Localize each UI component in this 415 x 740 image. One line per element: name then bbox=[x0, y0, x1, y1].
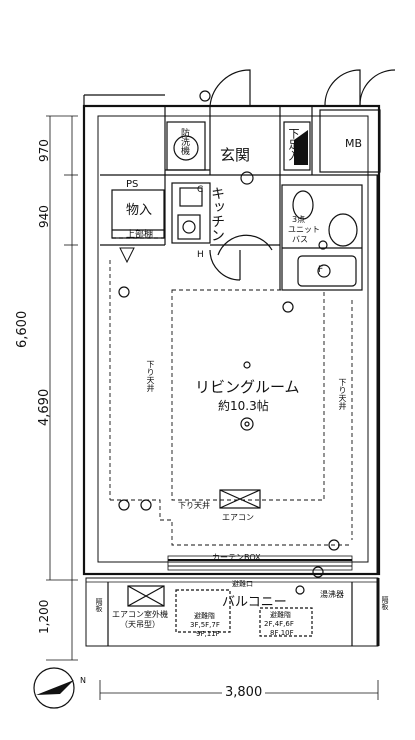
partition-left: 隔板 bbox=[95, 598, 103, 612]
living-room-size: 約10.3帖 bbox=[218, 399, 269, 413]
ladder-label-b: 避難階 bbox=[270, 611, 291, 619]
unit-bath-label-1: 3点 bbox=[292, 215, 306, 224]
north-arrow-icon bbox=[36, 680, 74, 695]
lowered-ceiling-bottom: 下り天井 bbox=[178, 501, 210, 510]
dim-970: 970 bbox=[37, 139, 51, 162]
north-label: N bbox=[80, 676, 86, 685]
outdoor-unit-label: エアコン室外機 bbox=[112, 610, 168, 619]
ladder-label-a: 避難階 bbox=[194, 612, 215, 620]
entrance-label: 玄関 bbox=[220, 146, 251, 164]
evac-exit-label: 避難口 bbox=[232, 580, 253, 588]
aircon-label: エアコン bbox=[222, 513, 254, 522]
fixture-f: F bbox=[318, 265, 324, 275]
unit-bath-label-2: ユニット bbox=[288, 225, 320, 234]
lowered-ceiling-right: 下り天井 bbox=[338, 378, 347, 410]
storage-label: 物入 bbox=[126, 203, 153, 218]
ladder-floors-a1: 3F,5F,7F bbox=[190, 621, 220, 629]
outdoor-unit-type: （天吊型） bbox=[120, 620, 160, 629]
shoe-box-label: 下足入 bbox=[287, 128, 300, 161]
inner-wall bbox=[97, 115, 369, 563]
ladder-floors-b2: 8F,10F bbox=[270, 629, 294, 637]
unit-bath-label-3: バス bbox=[292, 235, 308, 244]
upper-shelf-label: 上部棚 bbox=[126, 230, 154, 240]
water-heater-label: 湯沸器 bbox=[320, 590, 344, 599]
kitchen-label: キッチン bbox=[209, 186, 225, 242]
dim-1200: 1,200 bbox=[37, 599, 51, 634]
ps-label: PS bbox=[126, 179, 139, 190]
fixture-c: C bbox=[197, 185, 204, 195]
dim-6600: 6,600 bbox=[15, 310, 30, 348]
lowered-ceiling-left: 下り天井 bbox=[146, 360, 155, 392]
ladder-floors-b1: 2F,4F,6F bbox=[264, 620, 294, 628]
dim-940: 940 bbox=[37, 205, 51, 228]
ladder-floors-a2: 9F,11F bbox=[196, 630, 220, 638]
laundry-label: 防洗機 bbox=[179, 128, 189, 155]
partition-right: 隔板 bbox=[381, 596, 389, 610]
curtain-box-label: カーテンBOX bbox=[212, 553, 261, 562]
mb-label: MB bbox=[345, 137, 363, 150]
fixture-h: H bbox=[197, 250, 204, 260]
north-compass bbox=[33, 667, 75, 709]
balcony-label: バルコニー bbox=[222, 595, 287, 610]
living-room-label: リビングルーム bbox=[195, 378, 300, 396]
ceiling-light-symbol bbox=[240, 417, 254, 431]
dim-3800: 3,800 bbox=[222, 686, 266, 699]
dim-4690: 4,690 bbox=[37, 388, 52, 426]
